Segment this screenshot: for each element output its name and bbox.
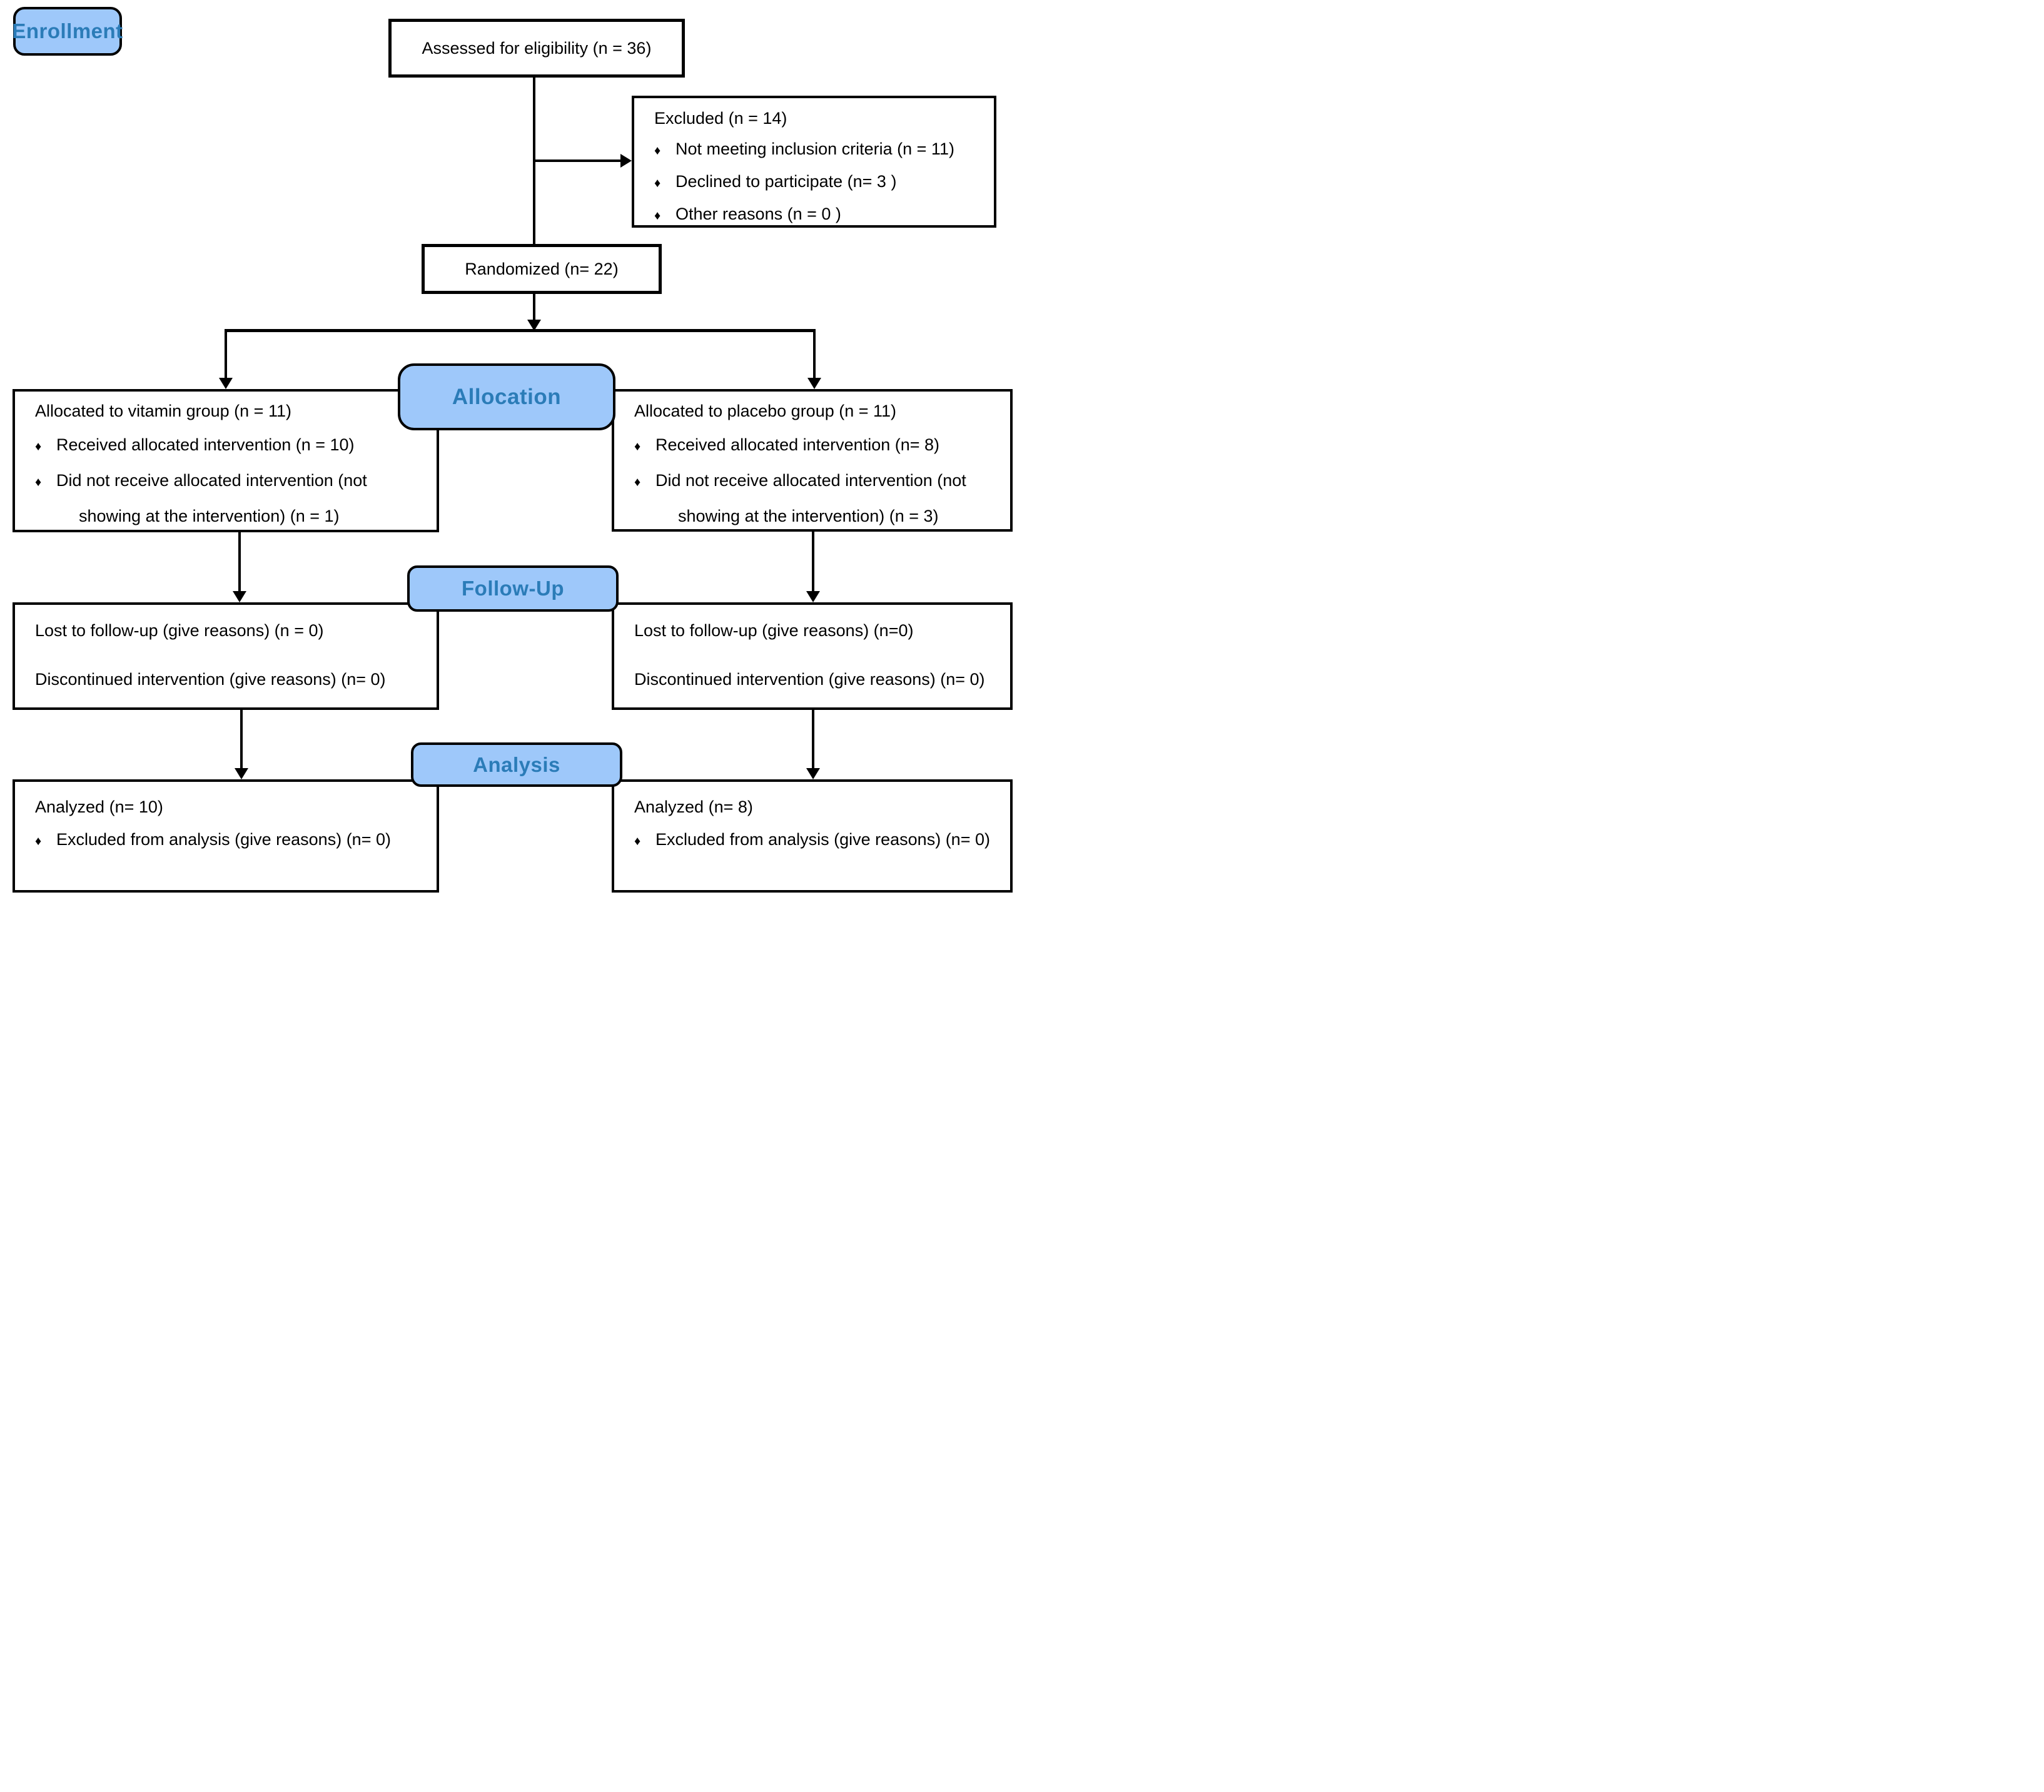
diamond-bullet-icon: ♦ — [654, 176, 661, 190]
analysis-right-box: Analyzed (n= 8) ♦ Excluded from analysis … — [612, 779, 1013, 893]
analysis-right-bullet-text: Excluded from analysis (give reasons) (n… — [655, 830, 990, 849]
connector-branch-to-placebo — [813, 332, 816, 378]
analysis-label: Analysis — [473, 752, 560, 776]
connector-vitamin-to-followup — [238, 532, 241, 592]
allocation-placebo-bullet: ♦ Received allocated intervention (n= 8) — [634, 428, 1003, 463]
excluded-bullet: ♦ Not meeting inclusion criteria (n = 11) — [654, 134, 988, 166]
allocation-label: Allocation — [452, 384, 562, 409]
connector-followup-to-analysis-left — [240, 710, 243, 769]
followup-left-line2: Discontinued intervention (give reasons)… — [35, 670, 386, 689]
assessed-text: Assessed for eligibility (n = 36) — [422, 38, 652, 58]
followup-left-line1: Lost to follow-up (give reasons) (n = 0) — [35, 621, 324, 640]
connector-placebo-to-followup — [812, 531, 814, 592]
allocation-placebo-box: Allocated to placebo group (n = 11) ♦ Rec… — [612, 389, 1013, 532]
analysis-left-title: Analyzed (n= 10) — [35, 797, 163, 816]
connector-followup-to-analysis-right — [812, 710, 814, 769]
allocation-vitamin-bullet-text: Received allocated intervention (n = 10) — [56, 435, 355, 454]
excluded-title: Excluded (n = 14) — [654, 109, 787, 128]
stage-label-followup: Follow-Up — [407, 565, 619, 612]
randomized-box: Randomized (n= 22) — [422, 244, 662, 294]
stage-label-analysis: Analysis — [411, 742, 622, 787]
arrow-right-icon — [620, 154, 632, 168]
analysis-left-bullet: ♦ Excluded from analysis (give reasons) (… — [35, 823, 429, 858]
analysis-left-bullet-text: Excluded from analysis (give reasons) (n… — [56, 830, 391, 849]
analysis-right-title: Analyzed (n= 8) — [634, 797, 753, 816]
excluded-bullet: ♦ Declined to participate (n= 3 ) — [654, 166, 988, 199]
connector-randomized-to-branch — [533, 294, 535, 320]
assessed-box: Assessed for eligibility (n = 36) — [388, 19, 685, 78]
followup-left-box: Lost to follow-up (give reasons) (n = 0)… — [13, 602, 439, 710]
followup-right-line2: Discontinued intervention (give reasons)… — [634, 670, 985, 689]
diamond-bullet-icon: ♦ — [654, 209, 661, 223]
connector-branch-to-vitamin — [225, 332, 227, 378]
branch-line — [225, 329, 816, 332]
allocation-placebo-bullet-continuation: showing at the intervention) (n = 3) — [678, 507, 939, 525]
consort-flow-diagram: Enrollment Allocation Follow-Up Analysis… — [0, 0, 1022, 896]
arrow-down-icon — [219, 378, 233, 389]
allocation-vitamin-bullet-continuation: showing at the intervention) (n = 1) — [79, 507, 340, 525]
enrollment-label: Enrollment — [12, 19, 123, 43]
connector-to-excluded — [534, 159, 622, 162]
diamond-bullet-icon: ♦ — [634, 475, 641, 489]
followup-right-box: Lost to follow-up (give reasons) (n=0) D… — [612, 602, 1013, 710]
arrow-down-icon — [806, 768, 820, 779]
analysis-left-box: Analyzed (n= 10) ♦ Excluded from analysis… — [13, 779, 439, 893]
diamond-bullet-icon: ♦ — [634, 834, 641, 848]
followup-label: Follow-Up — [462, 577, 564, 600]
arrow-down-icon — [233, 591, 246, 602]
allocation-vitamin-title: Allocated to vitamin group (n = 11) — [35, 402, 291, 420]
excluded-bullet-text: Other reasons (n = 0 ) — [675, 205, 841, 223]
diamond-bullet-icon: ♦ — [634, 440, 641, 453]
excluded-bullet-text: Declined to participate (n= 3 ) — [675, 172, 897, 191]
excluded-box: Excluded (n = 14) ♦ Not meeting inclusion… — [632, 96, 996, 228]
excluded-bullet-text: Not meeting inclusion criteria (n = 11) — [675, 139, 954, 158]
diamond-bullet-icon: ♦ — [35, 475, 42, 489]
allocation-vitamin-bullet: ♦ Did not receive allocated intervention … — [35, 463, 429, 499]
arrow-down-icon — [806, 591, 820, 602]
allocation-vitamin-bullet-text: Did not receive allocated intervention (… — [56, 471, 367, 490]
diamond-bullet-icon: ♦ — [35, 440, 42, 453]
analysis-right-bullet: ♦ Excluded from analysis (give reasons) (… — [634, 823, 1003, 858]
allocation-placebo-bullet-text: Did not receive allocated intervention (… — [655, 471, 966, 490]
randomized-text: Randomized (n= 22) — [465, 259, 619, 278]
diamond-bullet-icon: ♦ — [35, 834, 42, 848]
allocation-placebo-bullet-text: Received allocated intervention (n= 8) — [655, 435, 940, 454]
allocation-placebo-bullet: ♦ Did not receive allocated intervention … — [634, 463, 1003, 499]
excluded-bullet: ♦ Other reasons (n = 0 ) — [654, 199, 988, 231]
diamond-bullet-icon: ♦ — [654, 144, 661, 158]
followup-right-line1: Lost to follow-up (give reasons) (n=0) — [634, 621, 914, 640]
allocation-vitamin-bullet: ♦ Received allocated intervention (n = 10… — [35, 428, 429, 463]
arrow-down-icon — [807, 378, 821, 389]
allocation-vitamin-box: Allocated to vitamin group (n = 11) ♦ Rec… — [13, 389, 439, 532]
stage-label-allocation: Allocation — [398, 363, 615, 430]
stage-label-enrollment: Enrollment — [12, 7, 123, 56]
arrow-down-icon — [527, 320, 541, 331]
allocation-placebo-title: Allocated to placebo group (n = 11) — [634, 402, 897, 420]
arrow-down-icon — [235, 768, 248, 779]
